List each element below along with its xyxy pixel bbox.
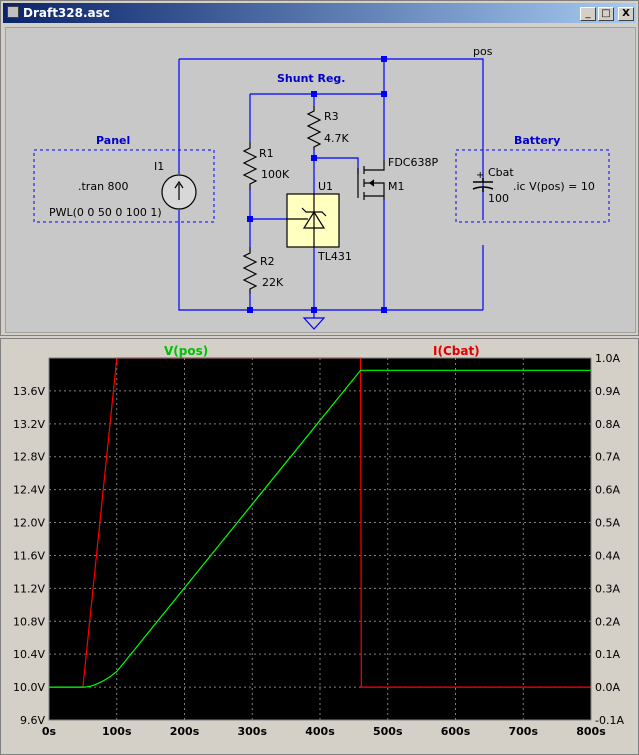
x-tick-label: 700s (508, 725, 538, 738)
shunt-reference-u1[interactable] (286, 193, 340, 248)
trace-v-pos[interactable] (49, 369, 591, 688)
y-left-tick-label: 12.4V (13, 484, 45, 497)
u1-value: TL431 (317, 250, 352, 263)
tran-directive[interactable]: .tran 800 (78, 180, 129, 193)
y-right-tick-label: 0.2A (595, 615, 620, 628)
shunt-reg-comment: Shunt Reg. (277, 72, 346, 85)
r3-label: R3 (324, 110, 339, 123)
mosfet-m1[interactable] (357, 160, 385, 200)
x-tick-label: 400s (305, 725, 335, 738)
x-tick-label: 200s (170, 725, 200, 738)
x-tick-label: 0s (42, 725, 57, 738)
y-right-tick-label: 0.1A (595, 648, 620, 661)
minimize-button[interactable]: _ (580, 7, 596, 21)
y-left-tick-label: 13.6V (13, 385, 45, 398)
y-right-tick-label: 1.0A (595, 352, 620, 365)
close-button[interactable]: X (618, 7, 634, 21)
trace-label-v-pos[interactable]: V(pos) (164, 344, 208, 358)
m1-value: FDC638P (388, 156, 438, 169)
y-right-tick-label: 0.9A (595, 385, 620, 398)
capacitor-cbat[interactable] (472, 178, 494, 192)
x-tick-label: 600s (441, 725, 471, 738)
y-left-tick-label: 11.2V (13, 582, 45, 595)
i1-value: PWL(0 0 50 0 100 1) (49, 206, 162, 219)
battery-comment: Battery (514, 134, 560, 147)
m1-label: M1 (388, 180, 405, 193)
y-right-tick-label: 0.5A (595, 517, 620, 530)
y-right-tick-label: 0.0A (595, 681, 620, 694)
net-label-pos: pos (473, 45, 493, 58)
panel-box (33, 149, 215, 223)
y-left-tick-label: 9.6V (20, 714, 45, 727)
y-left-tick-label: 10.0V (13, 681, 45, 694)
current-source-i1[interactable] (161, 174, 197, 210)
waveform-plot[interactable]: 0s 100s 200s 300s 400s 500s 600s 700s 800s 9.6V 1… (1, 339, 638, 754)
ground-symbol (302, 317, 326, 330)
plot-frame (48, 357, 592, 721)
x-tick-label: 300s (237, 725, 267, 738)
title-bar[interactable]: Draft328.asc _ □ X (3, 3, 636, 23)
resistor-r3[interactable] (306, 106, 322, 150)
junctions (247, 56, 387, 313)
y-right-tick-label: 0.7A (595, 451, 620, 464)
y-right-tick-label: 0.8A (595, 418, 620, 431)
y-right-tick-label: 0.4A (595, 549, 620, 562)
schematic-drawing: + pos Shunt Reg. Panel Battery I1 .tran … (33, 45, 610, 330)
resistor-r2[interactable] (242, 247, 258, 294)
ic-directive[interactable]: .ic V(pos) = 10 (513, 180, 595, 193)
y-left-tick-label: 13.2V (13, 418, 45, 431)
y-left-tick-label: 10.4V (13, 648, 45, 661)
y-right-tick-label: 0.3A (595, 582, 620, 595)
resistor-r1[interactable] (242, 142, 258, 190)
trace-label-i-cbat[interactable]: I(Cbat) (433, 344, 480, 358)
y-left-tick-label: 10.8V (13, 615, 45, 628)
y-right-tick-label: 0.6A (595, 484, 620, 497)
cbat-label: Cbat (488, 166, 514, 179)
y-left-tick-label: 12.0V (13, 517, 45, 530)
schematic-window: Draft328.asc _ □ X (0, 0, 639, 336)
panel-comment: Panel (96, 134, 130, 147)
cbat-value: 100 (488, 192, 509, 205)
y-left-tick-label: 11.6V (13, 549, 45, 562)
r2-label: R2 (260, 255, 275, 268)
u1-label: U1 (318, 180, 333, 193)
r1-label: R1 (259, 147, 274, 160)
window-title: Draft328.asc (23, 6, 110, 20)
capacitor-polarity: + (476, 170, 484, 181)
restore-button[interactable]: □ (598, 7, 614, 21)
r1-value: 100K (261, 168, 290, 181)
schematic-canvas[interactable]: + pos Shunt Reg. Panel Battery I1 .tran … (5, 27, 636, 333)
x-tick-label: 500s (373, 725, 403, 738)
r3-value: 4.7K (324, 132, 349, 145)
battery-box (455, 149, 610, 223)
x-tick-label: 800s (576, 725, 606, 738)
y-left-tick-label: 12.8V (13, 451, 45, 464)
x-tick-label: 100s (102, 725, 132, 738)
y-right-tick-label: -0.1A (595, 714, 624, 727)
waveform-viewer[interactable]: 0s 100s 200s 300s 400s 500s 600s 700s 800s 9.6V 1… (0, 338, 639, 755)
i1-label: I1 (154, 160, 164, 173)
r2-value: 22K (262, 276, 284, 289)
window-icon[interactable] (7, 6, 19, 18)
